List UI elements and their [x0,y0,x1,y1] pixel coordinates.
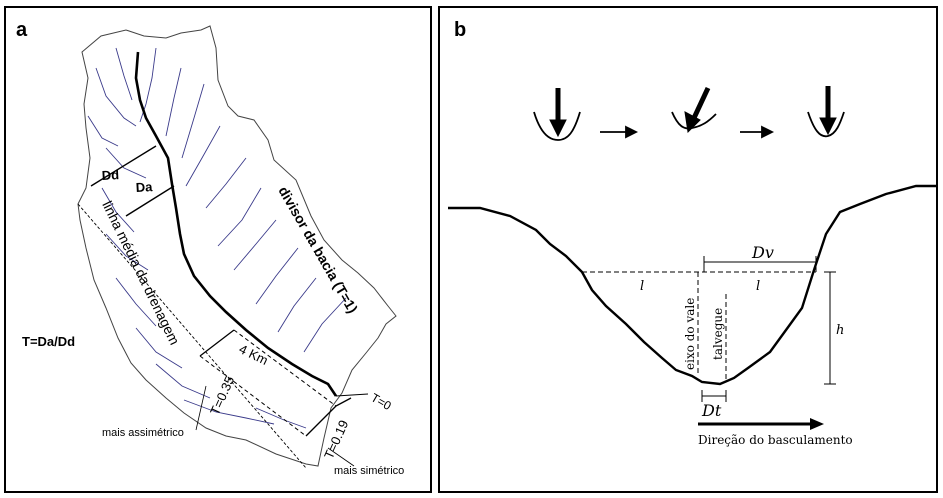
valley-diagram: b [448,19,938,447]
transect-t035 [199,329,235,357]
label-tilt-direction: Direção do basculamento [698,433,853,447]
label-more-symmetric: mais simétrico [334,465,404,477]
t0-pointer [335,393,369,397]
valley-profile-curve [448,184,938,386]
label-more-asymmetric: mais assimétrico [102,427,184,439]
distance-4km-line [233,329,337,407]
midline-drainage [77,203,307,469]
transect-t019 [305,405,337,437]
basin-diagram: a [16,19,404,477]
panel-a-letter: a [16,19,28,41]
label-thalweg: talvegue [711,308,725,360]
label-l-right: l [756,279,760,294]
panel-b-valley-profile: b [438,6,938,493]
label-valley-axis: eixo do vale [683,298,697,370]
sym-leader [327,447,355,467]
valley-sym-2 [807,111,845,138]
dd-measure-line [90,145,157,187]
label-t035: T=0.35 [207,374,237,417]
tilt-arrowhead [810,418,824,430]
label-midline: linha média da drenagem [99,198,183,347]
label-l-left: l [640,279,644,294]
basin-divide-outline [77,25,397,467]
label-dd: Dd [101,167,119,183]
down-arrows [549,86,837,138]
da-measure-line [125,185,175,217]
valley-sym-1 [533,111,581,141]
tributary-streams [87,47,347,429]
asym-leader [195,385,207,431]
label-t0: T=0 [369,390,394,413]
label-formula: T=Da/Dd [22,334,75,349]
panel-a-drainage-basin: a [4,6,432,493]
panel-b-letter: b [454,19,466,41]
label-dt: Dt [701,401,722,420]
sequence-arrows[interactable] [600,125,775,139]
main-channel [134,51,338,397]
parallel-dashed-line [199,355,307,437]
label-da: Da [135,179,153,195]
label-divide: divisor da bacia (T=1) [275,184,361,316]
label-h: h [836,323,844,338]
label-t019: T=0.19 [321,418,351,461]
label-dv: Dv [751,243,774,262]
